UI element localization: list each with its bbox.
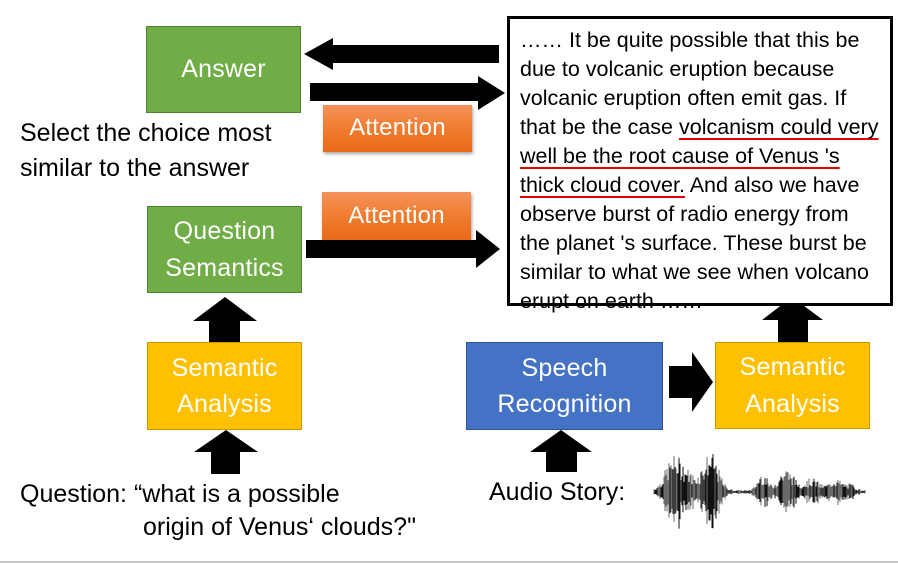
question-label-line-2: origin of Venus‘ clouds?" [143,513,416,541]
question-semantics-box: Question Semantics [147,206,302,293]
answer-caption-line-1: Select the choice most [20,119,272,147]
attention-top-label: Attention [349,114,446,142]
question-semantics-line-2: Semantics [165,253,284,282]
speech-recognition-line-1: Speech [521,353,608,382]
arrow-answer-to-story [310,76,505,110]
arrow-question-to-semantic [194,430,258,474]
semantic-analysis-left-line-2: Analysis [177,390,272,418]
answer-label: Answer [181,55,266,84]
answer-caption: Select the choice most similar to the an… [20,116,272,186]
story-transcript-box: …… It be quite possible that this be due… [507,16,893,313]
semantic-analysis-left-line-1: Semantic [171,353,278,382]
semantic-analysis-box-question: Semantic Analysis [147,342,302,430]
story-text-before: …… It be quite possible that this be due… [520,28,860,139]
audio-story-label: Audio Story: [489,478,626,506]
question-semantics-line-1: Question [173,217,276,246]
audio-waveform-icon [653,454,866,529]
attention-box-middle: Attention [322,192,471,240]
speech-recognition-line-2: Recognition [497,390,632,418]
semantic-analysis-right-line-1: Semantic [739,353,846,382]
arrow-semantic-to-question-semantics [193,297,257,342]
attention-middle-label: Attention [348,201,445,229]
arrow-audio-to-speech [530,430,592,472]
answer-box: Answer [146,26,301,113]
question-label-line-1: Question: “what is a possible [20,480,340,508]
story-text-after: And also we have observe burst of radio … [520,173,869,313]
arrow-speech-to-semantic [669,352,713,412]
story-text-highlighted: volcanism could very well be the root ca… [520,115,879,197]
bottom-divider [0,561,898,563]
arrow-question-to-story [306,230,500,268]
answer-caption-line-2: similar to the answer [20,154,250,182]
arrow-story-to-answer [304,38,499,70]
semantic-analysis-right-line-2: Analysis [745,389,840,418]
semantic-analysis-box-story: Semantic Analysis [715,342,870,429]
attention-box-top: Attention [323,105,472,152]
speech-recognition-box: Speech Recognition [466,342,663,430]
arrow-semantic-to-story [762,297,823,342]
